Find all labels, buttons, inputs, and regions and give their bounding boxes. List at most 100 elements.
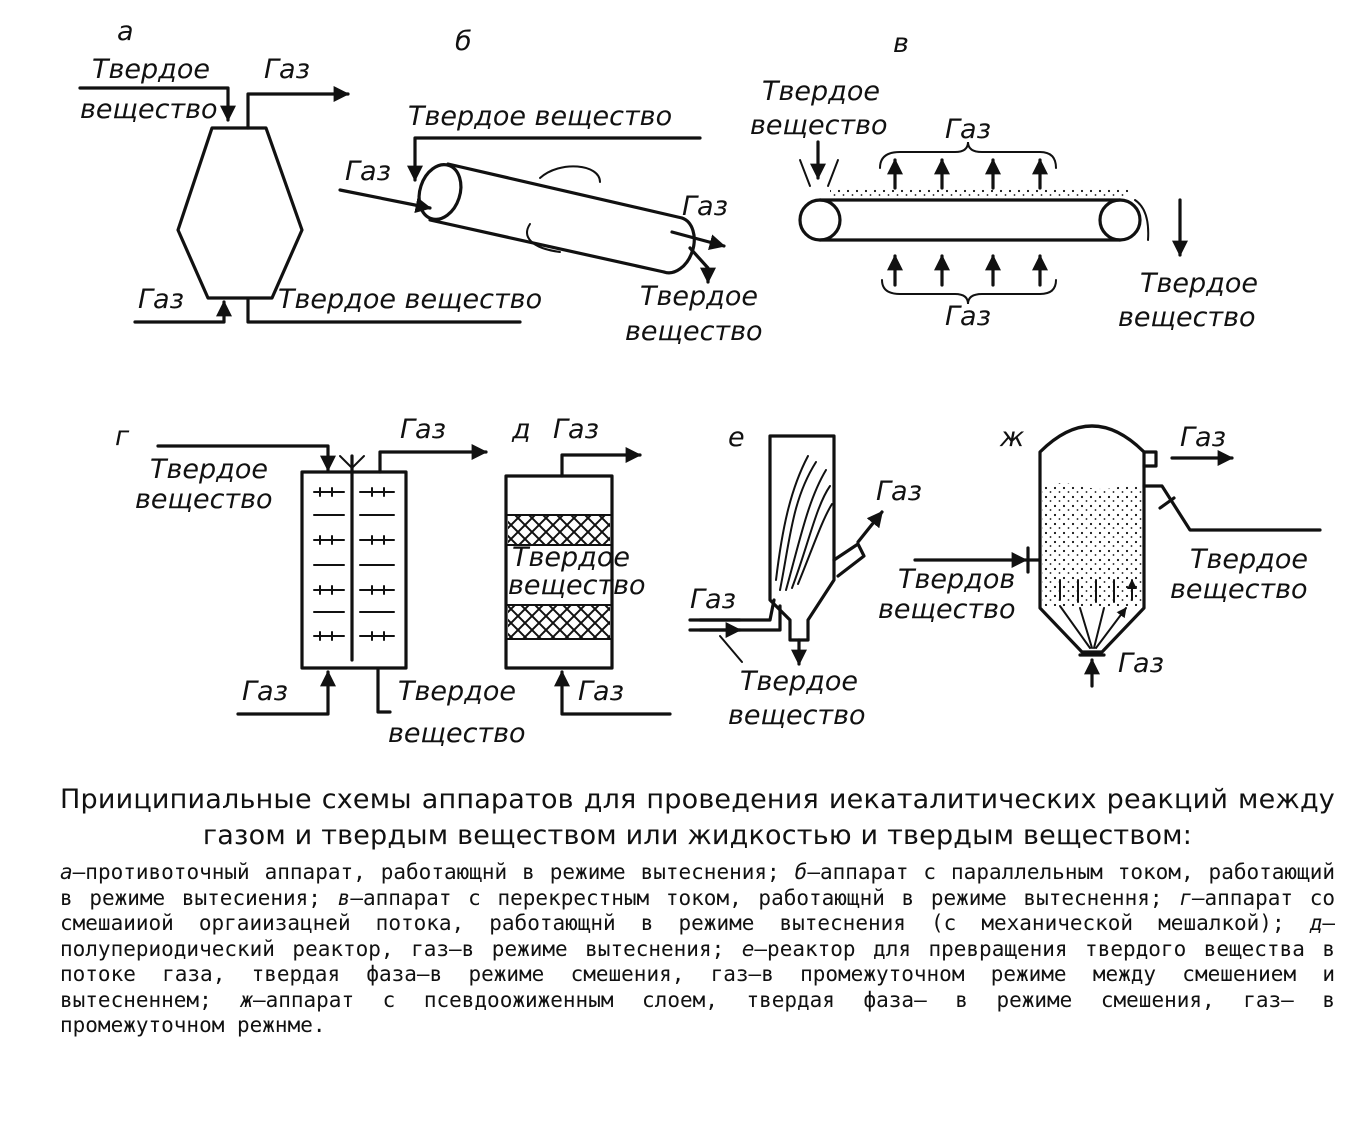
panel-v-gas-top-label: Газ (945, 114, 991, 145)
panel-g-mixer (313, 454, 395, 662)
panel-zh-letter: ж (999, 422, 1025, 453)
panel-zh: ж Газ Твердое вещество Твердов вещество … (878, 422, 1322, 688)
panel-a-gas-in-label: Газ (138, 284, 184, 315)
panel-d-gas-out-label: Газ (553, 414, 599, 445)
panel-b-solid-in-arrow (407, 136, 702, 182)
panel-a-solid-out-line (246, 298, 522, 324)
panel-e-gas-outlet (832, 542, 866, 578)
panel-g-solid-in-arrow (156, 444, 336, 472)
panel-d-gas-in-label: Газ (578, 676, 624, 707)
panel-a-solid-in-line1: Твердое (92, 54, 210, 85)
panel-v-conveyor-belt (798, 188, 1150, 242)
panel-b-gas-out-arrow (670, 230, 726, 250)
panel-g-gas-in-label: Газ (242, 676, 288, 707)
panel-zh-vessel (1038, 424, 1146, 654)
panel-v-hopper (799, 159, 839, 187)
panel-e-vessel (768, 434, 836, 642)
panel-v-gas-bottom-arrows (887, 254, 1048, 287)
panel-d-bed-line2: вещество (508, 570, 646, 601)
panel-g-solid-in-line1: Твердое (150, 454, 268, 485)
panel-b-gas-in-arrow (338, 188, 432, 214)
panel-g-solid-out-line1: Твердое (398, 676, 516, 707)
panel-g-gas-out-label: Газ (400, 414, 446, 445)
panel-e-solid-out-line1: Твердое (740, 666, 858, 697)
panel-zh-solid-in-line1: Твердов (898, 564, 1015, 595)
caption-text-b: —аппарат с параллельным током, работающи… (60, 860, 1335, 910)
panel-a-gas-out-arrow (246, 86, 350, 130)
panel-v-gas-bottom-brace (881, 279, 1057, 305)
caption-title: Прииципиальные схемы аппаратов для прове… (60, 784, 1335, 851)
panel-b-solid-out-line2: вещество (625, 316, 763, 347)
panel-e-solid-out-line2: вещество (728, 700, 866, 731)
caption-text-v: —аппарат с перекрестным током, работающн… (350, 885, 1163, 910)
panel-zh-gas-distribution-arrows (1059, 580, 1132, 649)
panel-e-gas-in-label: Газ (690, 584, 736, 615)
panel-g: г Твердое вещество Газ Газ Твердое вещес… (115, 414, 526, 749)
panel-a-letter: а (117, 16, 134, 47)
panel-v-solid-out-line2: вещество (1118, 302, 1256, 333)
panel-d-gas-out-arrow (560, 447, 642, 478)
panel-g-solid-in-line2: вещество (135, 484, 273, 515)
panel-d-grid-lower (508, 605, 610, 639)
panel-e: е Газ Газ Твердое вещество (688, 422, 922, 731)
panel-e-gas-out-arrow (856, 510, 884, 544)
panel-zh-solid-in-line2: вещество (878, 594, 1016, 625)
panel-e-solid-stream (775, 455, 833, 591)
panel-b: б Твердое вещество Газ Газ Твердое вещес… (338, 26, 763, 347)
panel-zh-solid-out-line1: Твердое (1190, 544, 1308, 575)
panel-b-solid-out-arrow (688, 246, 716, 284)
caption-legend: а—противоточный аппарат, работающнй в ре… (60, 860, 1335, 1039)
panel-b-rotating-drum (417, 162, 696, 275)
panel-g-letter: г (115, 421, 130, 452)
panel-b-solid-in-label: Твердое вещество (408, 101, 672, 132)
panel-e-gas-out-label: Газ (876, 476, 922, 507)
caption-text-a: —противоточный аппарат, работающнй в реж… (72, 860, 780, 884)
panel-zh-gas-outlet (1142, 450, 1158, 468)
panel-zh-gas-in-label: Газ (1118, 648, 1164, 679)
panel-v: в Твердое вещество Газ Газ Тв (750, 28, 1258, 333)
caption-text-g: —аппарат со смешаииой оргаиизацней поток… (60, 885, 1335, 936)
panel-a-solid-in-line2: вещество (80, 94, 218, 125)
panel-v-letter: в (893, 28, 909, 59)
panel-d-vessel (504, 474, 614, 670)
caption-key-b: б (794, 860, 808, 884)
caption-key-v: в (337, 885, 351, 910)
panel-b-gas-out-label: Газ (682, 191, 728, 222)
panel-zh-solid-out-pipe (1142, 484, 1322, 532)
panel-zh-solid-out-line2: вещество (1170, 574, 1308, 605)
panel-g-gas-in-arrow (236, 670, 336, 716)
panel-g-solid-out-line2: вещество (388, 718, 526, 749)
panel-zh-valve (1158, 496, 1176, 510)
panel-g-gas-out-arrow (378, 444, 488, 474)
panel-zh-gas-out-label: Газ (1180, 422, 1226, 453)
panel-v-gas-bottom-label: Газ (945, 301, 991, 332)
panel-v-solid-out-line1: Твердое (1140, 268, 1258, 299)
panel-e-leader (719, 635, 743, 663)
figure-caption: Прииципиальные схемы аппаратов для прове… (60, 782, 1335, 1039)
panel-e-letter: е (728, 422, 745, 453)
panel-a-solid-in-arrow (78, 86, 236, 122)
caption-text-e: —реактор для превращения твердого вещест… (60, 936, 1335, 1012)
panel-zh-solid-inlet (1026, 546, 1042, 574)
panel-a-gas-in-arrow (133, 300, 232, 324)
panel-g-solid-out-line (376, 668, 392, 714)
panel-b-rotation-arrow (526, 165, 601, 253)
caption-key-d: д (1309, 911, 1323, 935)
panel-b-gas-in-label: Газ (345, 156, 391, 187)
panel-d: д Газ Твердое вещество Газ (504, 414, 672, 716)
panel-b-letter: б (455, 26, 472, 57)
panel-v-gas-top-arrows (887, 158, 1048, 190)
panel-a-solid-out-label: Твердое вещество (278, 284, 542, 315)
caption-key-e: е (741, 936, 755, 961)
caption-key-g: г (1179, 885, 1192, 910)
caption-key-a: а (60, 860, 73, 884)
panel-v-solid-in-line2: вещество (750, 110, 888, 141)
apparatus-diagram: а Твердое вещество Газ Газ Твердое вещес… (78, 16, 1322, 749)
panel-d-gas-in-arrow (554, 670, 672, 716)
caption-text-zh: —аппарат с псевдоожиженным слоем, тверда… (60, 987, 1335, 1038)
panel-v-gas-top-brace (879, 141, 1057, 169)
panel-e-gas-in-arrow (698, 620, 740, 630)
panel-v-solid-in-line1: Твердое (762, 76, 880, 107)
panel-d-bed-line1: Твердое (512, 542, 630, 573)
panel-d-grid-upper (508, 515, 610, 545)
